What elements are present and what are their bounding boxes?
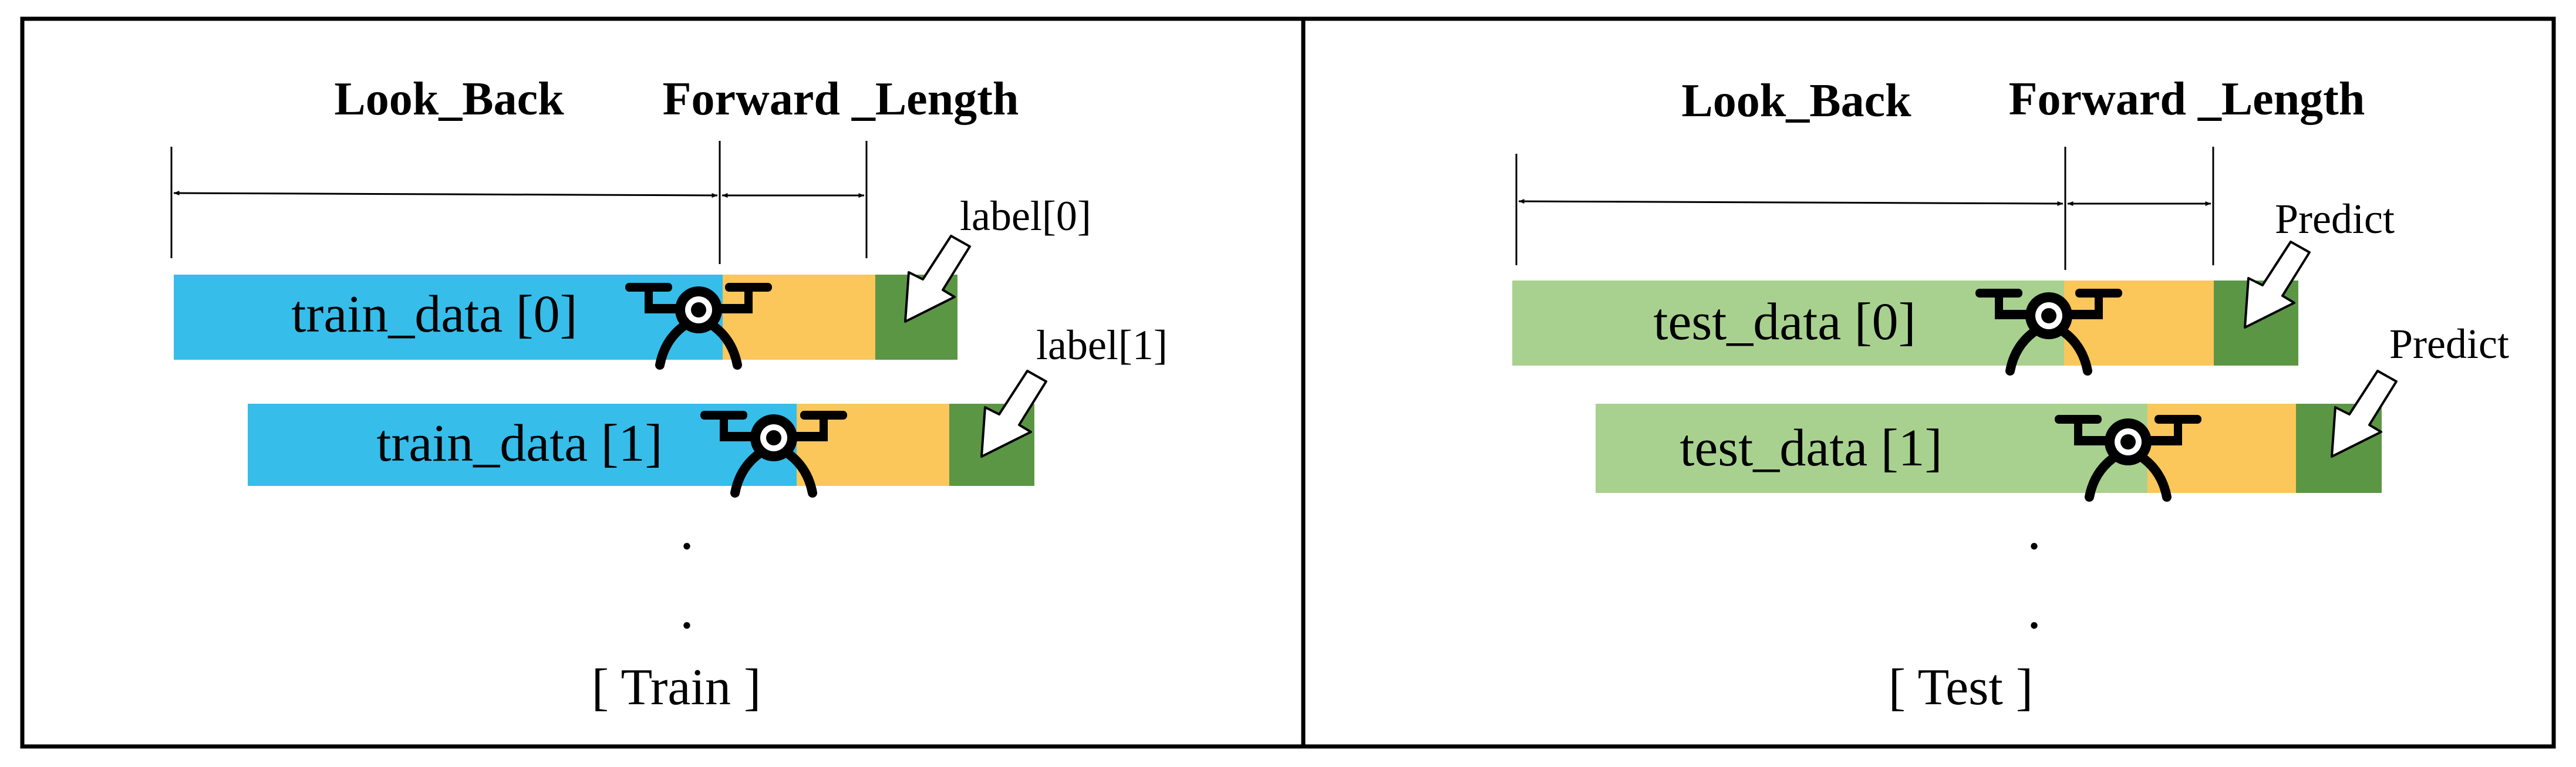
- train-row-text: train_data [0]: [291, 285, 577, 343]
- forward-length-header: Forward _Length: [663, 73, 1019, 125]
- test-lookback-bar: [1512, 281, 2064, 366]
- look-back-span-arrow: [1518, 199, 2064, 206]
- ellipsis-dot: .: [680, 577, 694, 640]
- ellipsis-dot: .: [2027, 577, 2041, 640]
- train-row-text: train_data [1]: [376, 414, 662, 472]
- train-row-1: train_data [1] label[1]: [248, 322, 1168, 493]
- ellipsis-dot: .: [680, 498, 694, 561]
- test-row-label: Predict: [2389, 320, 2509, 367]
- test-row-1: test_data [1] Predict: [1596, 320, 2509, 497]
- train-row-label: label[0]: [960, 192, 1091, 239]
- train-caption: [ Train ]: [592, 659, 761, 716]
- test-row-label: Predict: [2275, 195, 2395, 242]
- look-back-header: Look_Back: [1681, 75, 1911, 127]
- train-row-0: train_data [0] label[0]: [174, 192, 1091, 365]
- look-back-span-arrow: [173, 191, 718, 198]
- test-row-0: test_data [0] Predict: [1512, 195, 2395, 371]
- train-panel: Look_Back Forward _Length train_data [0]…: [170, 73, 1168, 716]
- ellipsis-dot: .: [2027, 498, 2041, 561]
- forward-length-header: Forward _Length: [2009, 73, 2365, 125]
- test-caption: [ Test ]: [1889, 659, 2033, 716]
- test-row-text: test_data [1]: [1680, 419, 1942, 477]
- test-row-text: test_data [0]: [1653, 293, 1916, 351]
- train-row-label: label[1]: [1036, 322, 1168, 369]
- test-panel: Look_Back Forward _Length test_data [0] …: [1512, 73, 2509, 716]
- figure-frame: [20, 16, 2556, 749]
- look-back-header: Look_Back: [334, 73, 564, 125]
